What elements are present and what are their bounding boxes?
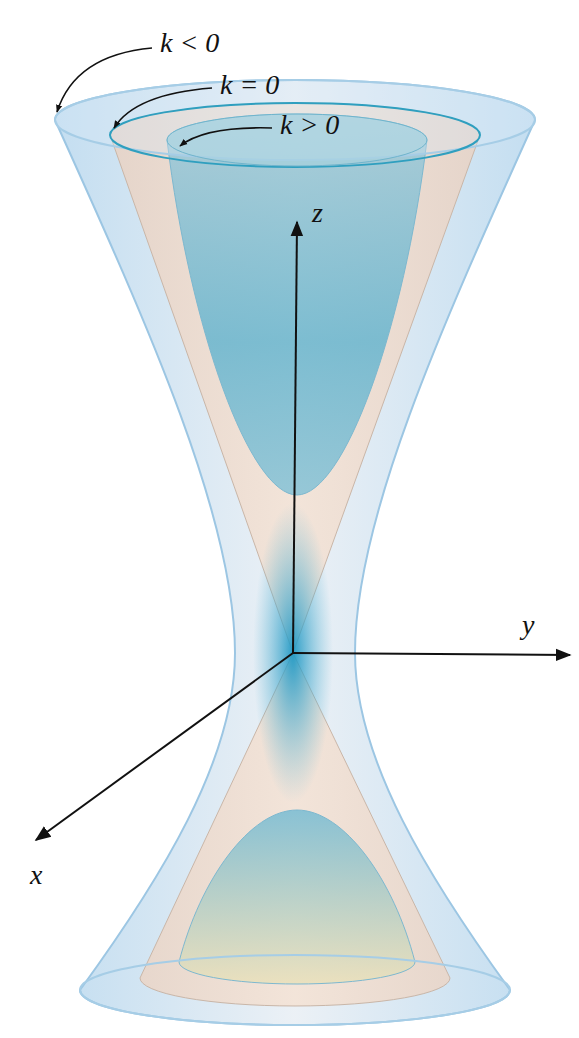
leader-arrow — [180, 128, 272, 146]
leader-arrow — [57, 48, 152, 112]
x-axis — [36, 653, 293, 840]
cone-top-rim — [110, 103, 480, 167]
parameter-label: k > 0 — [280, 110, 339, 141]
outer-bottom-rim — [80, 955, 510, 1025]
axis-label: z — [312, 198, 323, 229]
one-sheet-hyperboloid — [55, 80, 535, 1025]
cone-surface — [110, 103, 480, 1006]
parameter-label: k = 0 — [220, 70, 279, 101]
z-axis — [293, 222, 297, 653]
y-axis — [293, 653, 570, 655]
axis-label: y — [522, 610, 534, 641]
parameter-label: k < 0 — [160, 28, 219, 59]
leader-arrow — [114, 88, 212, 128]
axis-label: x — [30, 860, 42, 891]
